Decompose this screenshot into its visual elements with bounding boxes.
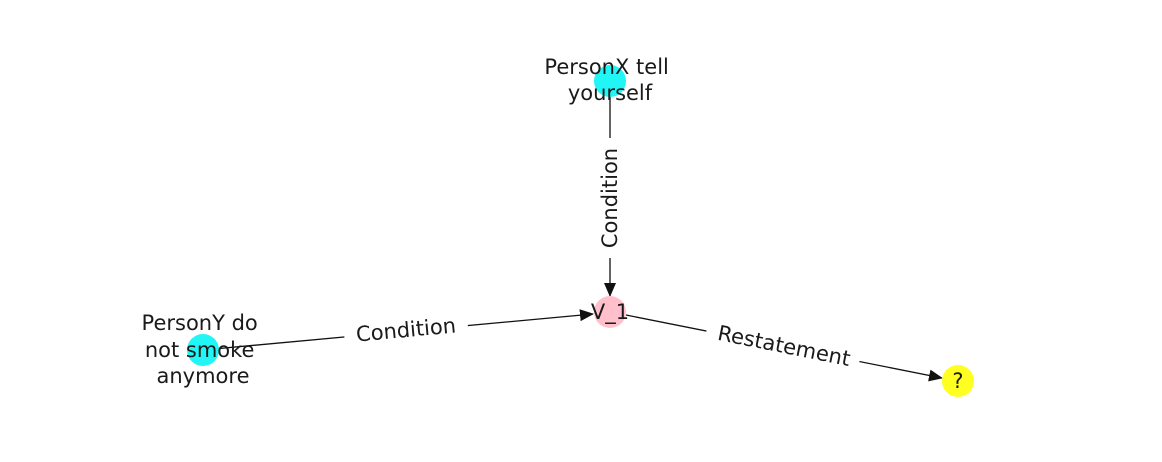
node-v1-label: V_1 xyxy=(591,300,629,325)
node-persony-circle xyxy=(187,334,219,366)
node-personx-circle xyxy=(594,65,626,97)
edge-personx-to-v1: Condition xyxy=(596,97,624,297)
node-unknown-circle xyxy=(942,365,974,397)
node-personx-label: PersonX tell yourself xyxy=(544,55,675,105)
node-persony: PersonY do not smoke anymore xyxy=(142,311,265,388)
node-v1: V_1 xyxy=(591,296,629,328)
edge-v1-to-unknown: Restatement xyxy=(625,314,943,382)
node-persony-label: PersonY do not smoke anymore xyxy=(142,311,265,388)
edge-label-condition-left: Condition xyxy=(355,313,457,346)
node-unknown: ? xyxy=(942,365,974,397)
edge-label-condition-vertical: Condition xyxy=(598,148,622,248)
edge-label-restatement: Restatement xyxy=(716,321,853,371)
node-personx: PersonX tell yourself xyxy=(544,55,675,105)
node-unknown-label: ? xyxy=(952,369,963,393)
node-v1-circle xyxy=(594,296,626,328)
edge-persony-to-v1: Condition xyxy=(202,309,594,351)
